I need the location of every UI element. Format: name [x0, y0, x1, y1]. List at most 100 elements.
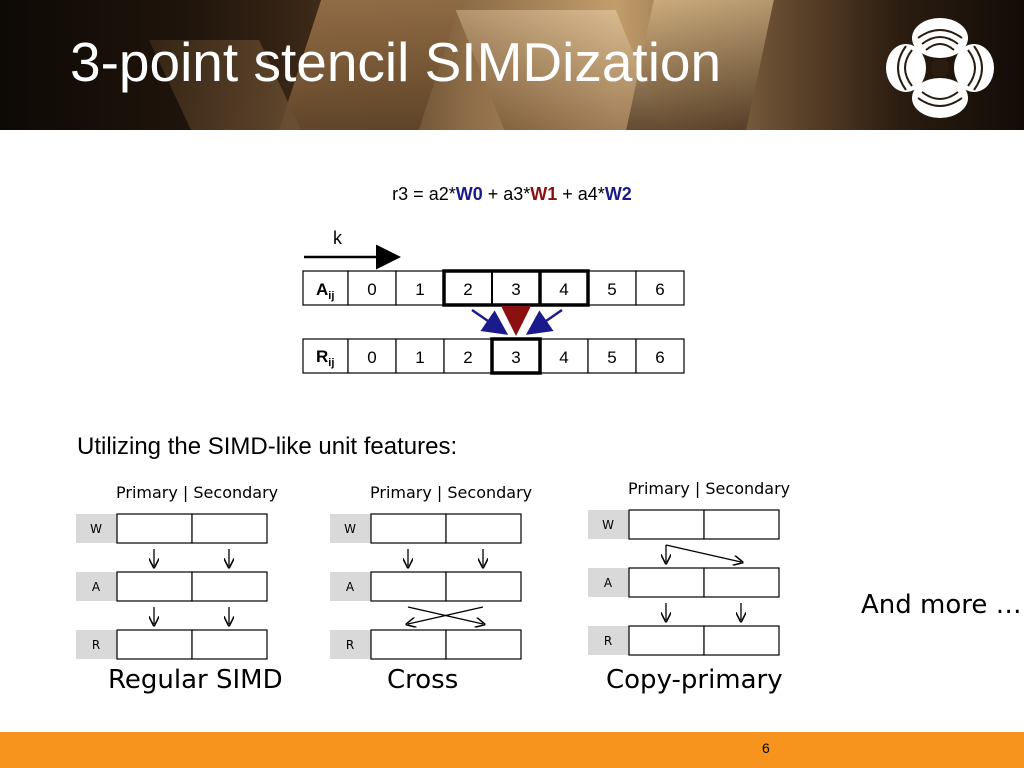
array-cell-value: 2 — [463, 280, 472, 299]
simd-modes: W A R W A R W A R — [76, 509, 780, 660]
secondary-slot — [703, 509, 780, 540]
array-cell-value: 3 — [511, 348, 520, 367]
array-cell-value: 4 — [559, 348, 568, 367]
array-cell — [635, 270, 685, 306]
row-label: R — [92, 638, 100, 652]
row-label-box — [330, 514, 371, 543]
array-cell — [395, 338, 445, 374]
stencil-arrow-left — [471, 308, 509, 335]
secondary-slot — [703, 567, 780, 598]
array-cell — [587, 338, 637, 374]
array-cell — [491, 270, 541, 306]
array-cell-value: 1 — [415, 348, 424, 367]
weight-w0: W0 — [455, 184, 483, 204]
primary-slot — [116, 571, 193, 602]
row-label-box — [76, 572, 117, 601]
weight-w2: W2 — [604, 184, 632, 204]
array-cell-value: 1 — [415, 280, 424, 299]
k-label: k — [333, 228, 343, 248]
row-label: R — [604, 634, 612, 648]
array-cell-value: 5 — [607, 280, 616, 299]
secondary-slot — [445, 513, 522, 544]
primary-slot — [370, 513, 447, 544]
caption-copy-primary: Copy-primary — [606, 665, 783, 695]
header-banner: 3-point stencil SIMDization — [0, 0, 1024, 130]
array-cell-value: 4 — [559, 280, 568, 299]
array-cell-value: 0 — [367, 348, 376, 367]
array-cell — [347, 338, 397, 374]
array-a-label: Aij — [316, 280, 334, 302]
mode-header-regular: Primary | Secondary — [116, 483, 279, 502]
formula-part: + a3* — [482, 184, 531, 204]
array-cell — [539, 338, 589, 374]
primary-slot — [116, 629, 193, 660]
array-cell — [443, 270, 493, 306]
secondary-slot — [445, 629, 522, 660]
row-label-box — [588, 510, 629, 539]
secondary-slot — [191, 629, 268, 660]
cross-arrow — [408, 606, 484, 624]
array-r-cells: 0 1 2 3 4 5 6 — [347, 338, 685, 374]
stencil-arrow-right — [525, 308, 563, 335]
stencil-formula: r3 = a2*W0 + a3*W1 + a4*W2 — [0, 184, 1024, 205]
row-label: W — [344, 522, 356, 536]
footer-bar — [0, 732, 1024, 768]
secondary-slot — [191, 571, 268, 602]
caption-cross: Cross — [387, 665, 459, 695]
array-r-label: Rij — [316, 347, 334, 369]
formula-part: r3 = a2* — [392, 184, 456, 204]
slide-title: 3-point stencil SIMDization — [70, 31, 722, 93]
array-cell — [539, 270, 589, 306]
array-cell-value: 0 — [367, 280, 376, 299]
row-label-box — [588, 568, 629, 597]
primary-slot — [628, 567, 705, 598]
shell-logo-icon — [886, 18, 994, 118]
caption-regular-simd: Regular SIMD — [108, 665, 283, 695]
cross-arrow — [407, 606, 483, 624]
array-r: Rij 0 1 2 3 4 5 6 — [302, 337, 685, 375]
array-cell-value: 6 — [655, 348, 664, 367]
formula-part: + a4* — [557, 184, 605, 204]
row-label: A — [604, 576, 613, 590]
array-label-cell — [302, 270, 349, 306]
row-label-box — [76, 630, 117, 659]
array-cell-value: 3 — [511, 280, 520, 299]
array-cell-value: 6 — [655, 280, 664, 299]
array-cell-value: 2 — [463, 348, 472, 367]
row-label: A — [346, 580, 355, 594]
stencil-window-r — [490, 337, 542, 375]
weight-w1: W1 — [530, 184, 558, 204]
stencil-window-a — [442, 269, 590, 307]
array-cell — [347, 270, 397, 306]
array-cell — [587, 270, 637, 306]
mode-diagram-cross: W A R — [330, 513, 522, 660]
page-number: 6 — [762, 740, 770, 756]
array-label-cell — [302, 338, 349, 374]
mode-header-copy: Primary | Secondary — [628, 479, 791, 498]
array-cell — [491, 338, 541, 374]
secondary-slot — [703, 625, 780, 656]
array-cell-value: 5 — [607, 348, 616, 367]
array-cell — [395, 270, 445, 306]
row-label: R — [346, 638, 354, 652]
primary-slot — [370, 571, 447, 602]
array-cell — [635, 338, 685, 374]
mode-diagram-regular: W A R — [76, 513, 268, 660]
row-label-box — [330, 572, 371, 601]
row-label: W — [602, 518, 614, 532]
section-subtitle: Utilizing the SIMD-like unit features: — [77, 433, 458, 460]
primary-slot — [628, 625, 705, 656]
row-label-box — [588, 626, 629, 655]
array-cell — [443, 338, 493, 374]
primary-slot — [370, 629, 447, 660]
row-label: W — [90, 522, 102, 536]
row-label-box — [76, 514, 117, 543]
row-label: A — [92, 580, 101, 594]
primary-slot — [628, 509, 705, 540]
array-a-cells: 0 1 2 3 4 5 6 — [347, 270, 685, 306]
mode-header-cross: Primary | Secondary — [370, 483, 533, 502]
primary-slot — [116, 513, 193, 544]
secondary-slot — [191, 513, 268, 544]
secondary-slot — [445, 571, 522, 602]
row-label-box — [330, 630, 371, 659]
